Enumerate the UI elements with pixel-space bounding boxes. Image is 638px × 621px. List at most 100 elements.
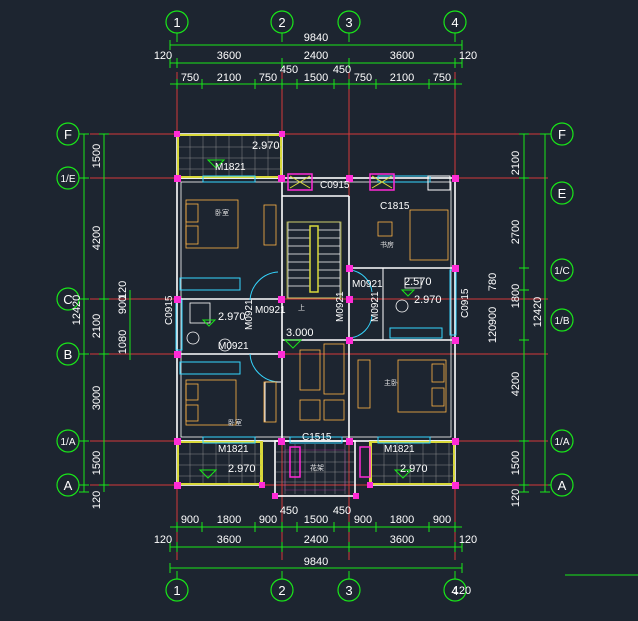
right-dim-7: 1500 xyxy=(510,451,522,475)
bottom-dim-1-6: 900 xyxy=(354,514,372,526)
door-label-m1821-bl: M1821 xyxy=(218,444,249,455)
bottom-dim-2-4: 120 xyxy=(459,534,477,546)
top-dimensions: 9840 120 3600 2400 3600 120 750 2100 750… xyxy=(154,32,477,84)
right-total-dim: 12420 xyxy=(532,297,544,328)
staircase xyxy=(287,221,341,299)
room-label-bedroom-top: 卧室 xyxy=(215,208,229,217)
axis-label-right-E: E xyxy=(558,186,567,201)
axis-bubble-right-E xyxy=(550,181,574,205)
bottom-dim-1-3: 450 xyxy=(280,505,298,517)
door-label-m0921-1: M0921 xyxy=(352,279,383,290)
axis-bubble-right-1C xyxy=(550,258,574,282)
left-total-dim: 12420 xyxy=(71,295,83,326)
balcony-railing xyxy=(177,134,455,485)
window-label-c0915-right: C0915 xyxy=(460,288,471,318)
door-label-m0921-6: M0921 xyxy=(218,341,249,352)
top-dim-3-5: 450 xyxy=(333,64,351,76)
axis-label-top-1: 1 xyxy=(173,15,180,30)
elev-bottom-left: 2.970 xyxy=(228,463,256,475)
left-dim-5: 120 xyxy=(91,491,103,509)
door-label-m1821-br: M1821 xyxy=(384,444,415,455)
left-inner-dim-0: 900 xyxy=(117,296,129,314)
top-dim-2-4: 120 xyxy=(459,50,477,62)
axis-label-left-1E: 1/E xyxy=(60,174,75,185)
walls xyxy=(176,133,456,497)
left-inner-dim-2: 1080 xyxy=(117,330,129,354)
axis-label-bottom-1: 1 xyxy=(173,583,180,598)
top-dim-3-2: 750 xyxy=(259,72,277,84)
axis-label-left-C: C xyxy=(63,292,72,307)
bottom-dim-2-3: 3600 xyxy=(390,534,414,546)
axis-label-left-A: A xyxy=(64,478,73,493)
axis-label-top-3: 3 xyxy=(345,15,352,30)
top-dim-3-1: 2100 xyxy=(217,72,241,84)
left-dim-0: 1500 xyxy=(91,144,103,168)
tile-pattern xyxy=(179,136,454,494)
left-dim-4: 1500 xyxy=(91,451,103,475)
top-total-dim: 9840 xyxy=(304,32,328,44)
left-dimensions: 1500 4200 2100 3000 1500 120 900 120 108… xyxy=(71,144,129,509)
door-label-m0921-4: M0921 xyxy=(335,291,346,322)
elev-bath-right: 2.570 xyxy=(404,276,432,288)
elev-corridor: 3.000 xyxy=(286,327,314,339)
bottom-dim-2-1: 3600 xyxy=(217,534,241,546)
door-label-m1821-top: M1821 xyxy=(215,162,246,173)
columns xyxy=(174,131,459,499)
axis-bubble-right-1B xyxy=(550,308,574,332)
left-inner-dim-1: 120 xyxy=(117,281,129,299)
bottom-dim-1-7: 1800 xyxy=(390,514,414,526)
doors xyxy=(249,269,373,422)
axis-label-left-F: F xyxy=(64,127,72,142)
top-dim-2-3: 3600 xyxy=(390,50,414,62)
dimension-lines xyxy=(79,40,550,573)
right-dim-8: 120 xyxy=(510,489,522,507)
door-label-m0921-2: M0921 xyxy=(255,305,286,316)
right-dim-0: 2100 xyxy=(510,151,522,175)
bottom-dim-1-4: 1500 xyxy=(304,514,328,526)
elev-top-balcony: 2.970 xyxy=(252,140,280,152)
bottom-dim-1-8: 900 xyxy=(433,514,451,526)
axis-bubble-right-1A xyxy=(550,429,574,453)
room-label-bedroom-bottom: 卧室 xyxy=(228,418,242,427)
window-label-c1815: C1815 xyxy=(380,201,410,212)
windows xyxy=(175,175,457,444)
axis-label-left-B: B xyxy=(64,347,73,362)
axis-bubble-leaders xyxy=(79,33,638,579)
room-label-study: 书房 xyxy=(380,240,394,249)
bottom-total-dim: 9840 xyxy=(304,556,328,568)
bottom-dim-2-0: 120 xyxy=(154,534,172,546)
right-dim-5: 120 xyxy=(487,325,499,343)
axis-label-top-2: 2 xyxy=(278,15,285,30)
top-dim-3-7: 2100 xyxy=(390,72,414,84)
top-dim-2-0: 120 xyxy=(154,50,172,62)
bottom-dim-1-2: 900 xyxy=(259,514,277,526)
axis-label-bottom-3: 3 xyxy=(345,583,352,598)
right-dim-6: 4200 xyxy=(510,372,522,396)
bathroom-fixtures xyxy=(186,277,422,352)
axis-label-top-4: 4 xyxy=(451,15,458,30)
top-dim-3-4: 1500 xyxy=(304,72,328,84)
plan-labels: 2.970 M1821 C0915 C1815 卧室 书房 2.570 2.97… xyxy=(164,140,471,475)
axis-bubble-left-C xyxy=(56,287,80,311)
door-label-m0921-3: M0921 xyxy=(244,299,255,330)
right-dimensions: 2100 2700 780 1800 900 120 4200 1500 120… xyxy=(487,151,544,507)
axis-label-left-1A: 1/A xyxy=(60,437,75,448)
top-dim-3-3: 450 xyxy=(280,64,298,76)
axis-label-right-1B: 1/B xyxy=(554,316,569,327)
left-dim-3: 3000 xyxy=(91,386,103,410)
axis-bubbles xyxy=(56,10,574,602)
bottom-dimensions: 900 1800 900 450 1500 450 900 1800 900 1… xyxy=(154,505,477,597)
elevation-markers xyxy=(198,159,416,479)
top-dim-2-2: 2400 xyxy=(304,50,328,62)
axis-bubble-left-B xyxy=(56,342,80,366)
right-dim-4: 900 xyxy=(487,307,499,325)
bottom-dim-1-5: 450 xyxy=(333,505,351,517)
top-dim-3-8: 750 xyxy=(433,72,451,84)
terrace-hatch xyxy=(284,449,346,491)
elev-bottom-right: 2.970 xyxy=(400,463,428,475)
room-label-terrace: 花架 xyxy=(310,463,324,472)
door-label-m0921-5: M0921 xyxy=(370,291,381,322)
axis-label-right-A: A xyxy=(558,478,567,493)
axis-bubble-left-1A xyxy=(56,429,80,453)
